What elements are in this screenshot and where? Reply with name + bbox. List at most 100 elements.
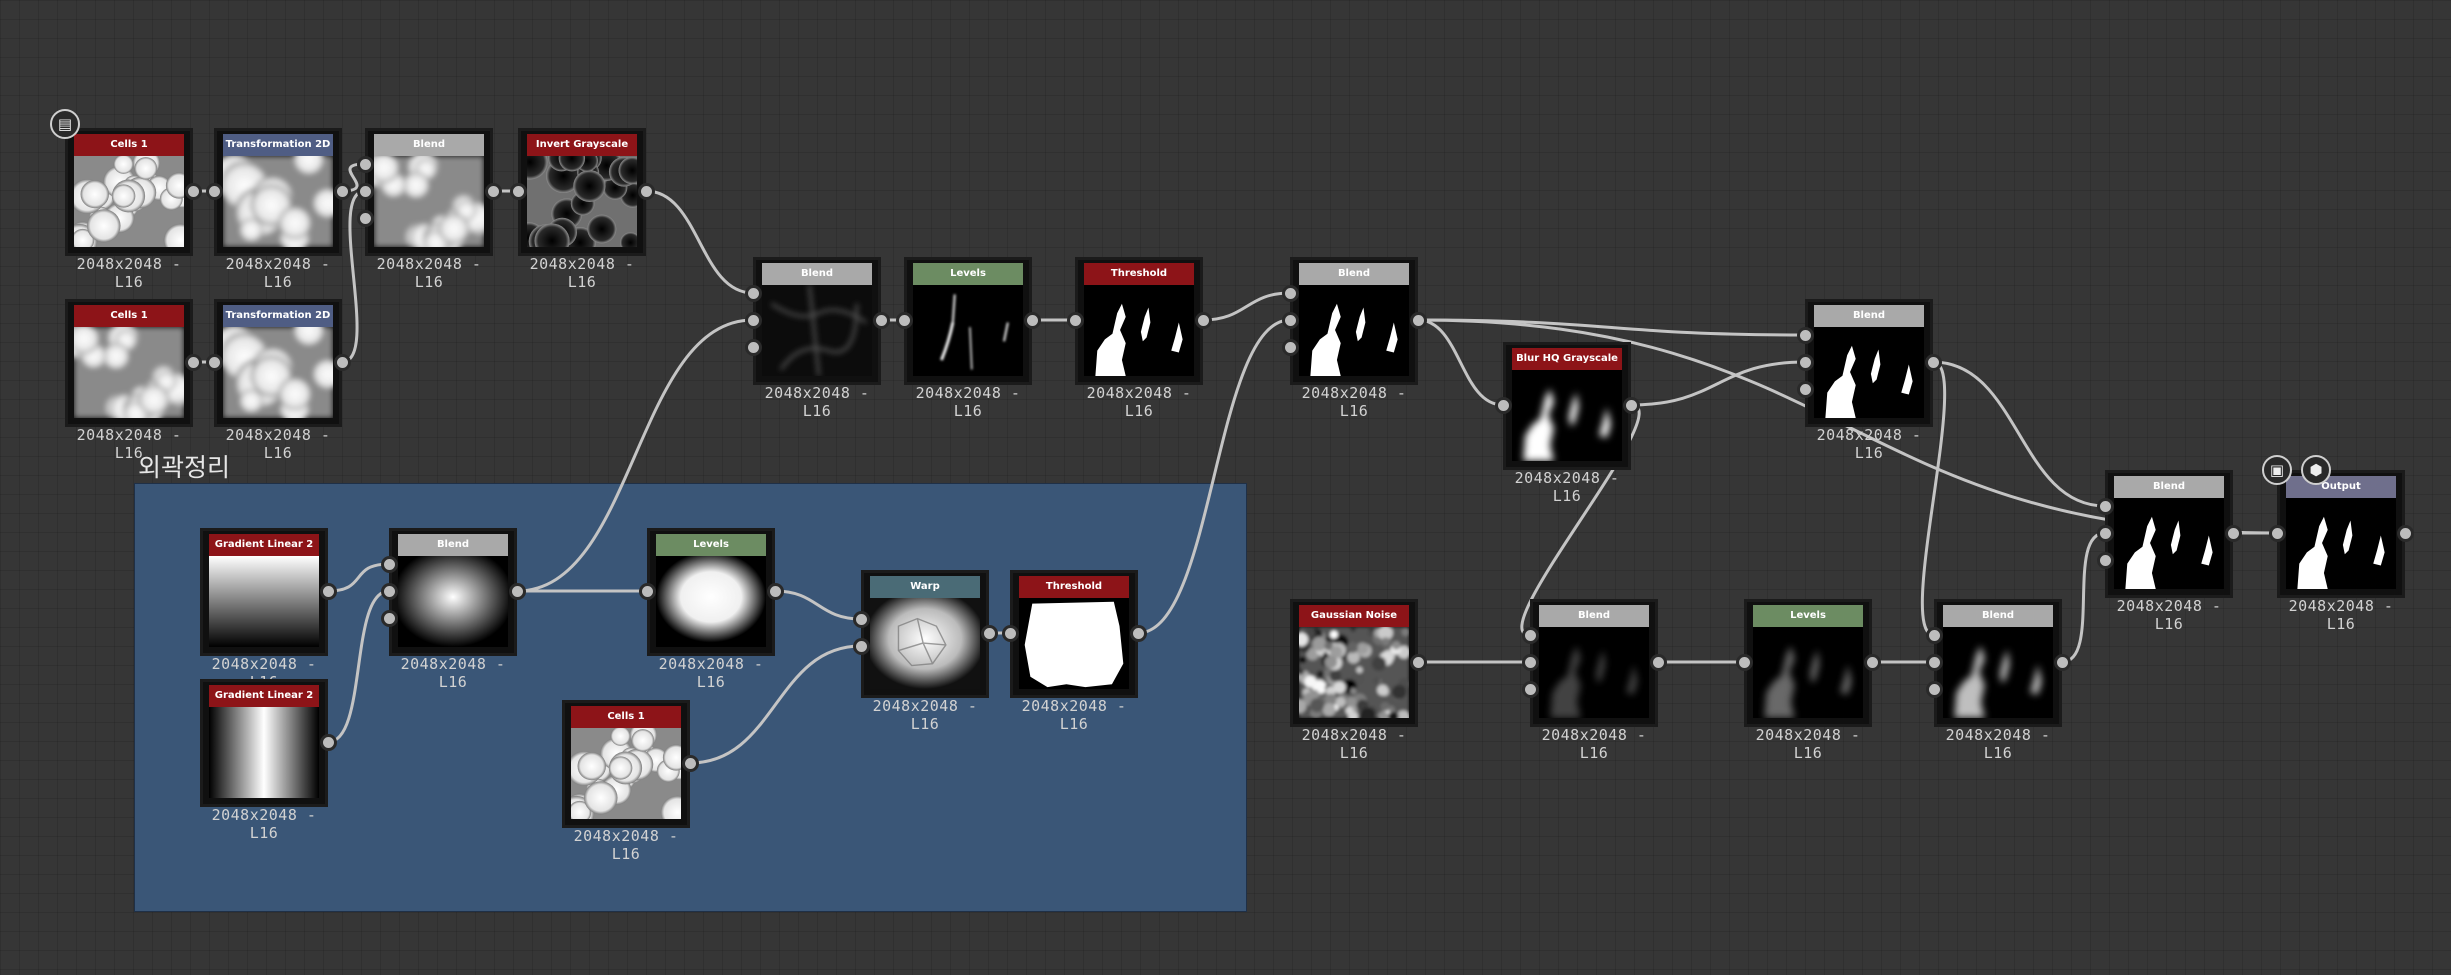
node-trans2d-b[interactable]: Transformation 2D bbox=[214, 299, 342, 427]
input-port[interactable] bbox=[2097, 552, 2114, 569]
node-thumbnail bbox=[223, 327, 333, 418]
node-levels-frame[interactable]: Levels bbox=[647, 528, 775, 656]
output-port[interactable] bbox=[2225, 525, 2242, 542]
output-port[interactable] bbox=[334, 354, 351, 371]
input-port[interactable] bbox=[853, 611, 870, 628]
node-thumbnail bbox=[1943, 627, 2053, 718]
input-port[interactable] bbox=[2097, 498, 2114, 515]
input-port[interactable] bbox=[510, 183, 527, 200]
node-threshold-top[interactable]: Threshold bbox=[1075, 257, 1203, 385]
output-port[interactable] bbox=[320, 734, 337, 751]
input-port[interactable] bbox=[745, 285, 762, 302]
output-port[interactable] bbox=[320, 583, 337, 600]
input-port[interactable] bbox=[1282, 285, 1299, 302]
input-port[interactable] bbox=[381, 610, 398, 627]
output-port[interactable] bbox=[2397, 525, 2414, 542]
node-cells1-a[interactable]: Cells 1 bbox=[65, 128, 193, 256]
checker-icon[interactable]: ▣ bbox=[2262, 455, 2292, 485]
node-warp[interactable]: Warp bbox=[861, 570, 989, 698]
node-blend-right[interactable]: Blend bbox=[1290, 257, 1418, 385]
cube-icon[interactable]: ⬢ bbox=[2301, 455, 2331, 485]
output-port[interactable] bbox=[185, 354, 202, 371]
node-blend-mid[interactable]: Blend bbox=[753, 257, 881, 385]
input-port[interactable] bbox=[1495, 397, 1512, 414]
output-port[interactable] bbox=[1650, 654, 1667, 671]
node-blend-bot2[interactable]: Blend bbox=[1934, 599, 2062, 727]
output-port[interactable] bbox=[334, 183, 351, 200]
node-levels-bot[interactable]: Levels bbox=[1744, 599, 1872, 727]
document-icon[interactable]: ▤ bbox=[50, 109, 80, 139]
input-port[interactable] bbox=[1522, 627, 1539, 644]
input-port[interactable] bbox=[1797, 354, 1814, 371]
node-thumbnail bbox=[1084, 285, 1194, 376]
input-port[interactable] bbox=[1926, 654, 1943, 671]
input-port[interactable] bbox=[1067, 312, 1084, 329]
node-blend-far[interactable]: Blend bbox=[1805, 299, 1933, 427]
input-port[interactable] bbox=[357, 210, 374, 227]
node-levels-top[interactable]: Levels bbox=[904, 257, 1032, 385]
input-port[interactable] bbox=[206, 354, 223, 371]
input-port[interactable] bbox=[2269, 525, 2286, 542]
output-port[interactable] bbox=[509, 583, 526, 600]
node-output[interactable]: Output bbox=[2277, 470, 2405, 598]
node-thumbnail bbox=[1814, 327, 1924, 418]
input-port[interactable] bbox=[639, 583, 656, 600]
node-resolution: 2048x2048 - L16 bbox=[376, 255, 482, 291]
input-port[interactable] bbox=[381, 556, 398, 573]
input-port[interactable] bbox=[1002, 625, 1019, 642]
input-port[interactable] bbox=[896, 312, 913, 329]
output-port[interactable] bbox=[1195, 312, 1212, 329]
input-port[interactable] bbox=[1797, 327, 1814, 344]
input-port[interactable] bbox=[1282, 312, 1299, 329]
input-port[interactable] bbox=[2097, 525, 2114, 542]
node-title: Levels bbox=[1753, 605, 1863, 627]
output-port[interactable] bbox=[1130, 625, 1147, 642]
output-port[interactable] bbox=[1410, 654, 1427, 671]
input-port[interactable] bbox=[745, 312, 762, 329]
wire-trans2d_a-to-blend_top bbox=[341, 162, 366, 193]
node-blend-top[interactable]: Blend bbox=[365, 128, 493, 256]
input-port[interactable] bbox=[381, 583, 398, 600]
output-port[interactable] bbox=[682, 755, 699, 772]
node-grad2[interactable]: Gradient Linear 2 bbox=[200, 679, 328, 807]
output-port[interactable] bbox=[1024, 312, 1041, 329]
node-title: Blend bbox=[1814, 305, 1924, 327]
node-trans2d-a[interactable]: Transformation 2D bbox=[214, 128, 342, 256]
input-port[interactable] bbox=[1736, 654, 1753, 671]
output-port[interactable] bbox=[1925, 354, 1942, 371]
output-port[interactable] bbox=[185, 183, 202, 200]
output-port[interactable] bbox=[1623, 397, 1640, 414]
input-port[interactable] bbox=[1926, 627, 1943, 644]
input-port[interactable] bbox=[1282, 339, 1299, 356]
output-port[interactable] bbox=[2054, 654, 2071, 671]
input-port[interactable] bbox=[1522, 654, 1539, 671]
output-port[interactable] bbox=[638, 183, 655, 200]
node-gauss[interactable]: Gaussian Noise bbox=[1290, 599, 1418, 727]
output-port[interactable] bbox=[767, 583, 784, 600]
node-resolution: 2048x2048 - L16 bbox=[1945, 726, 2051, 762]
node-blend-bot1[interactable]: Blend bbox=[1530, 599, 1658, 727]
node-threshold-frame[interactable]: Threshold bbox=[1010, 570, 1138, 698]
node-blur-hq[interactable]: Blur HQ Grayscale bbox=[1503, 342, 1631, 470]
input-port[interactable] bbox=[745, 339, 762, 356]
node-thumbnail bbox=[1753, 627, 1863, 718]
input-port[interactable] bbox=[1926, 681, 1943, 698]
input-port[interactable] bbox=[1797, 381, 1814, 398]
node-cells1-b[interactable]: Cells 1 bbox=[65, 299, 193, 427]
node-blend-last[interactable]: Blend bbox=[2105, 470, 2233, 598]
node-grad1[interactable]: Gradient Linear 2 bbox=[200, 528, 328, 656]
node-title: Blend bbox=[762, 263, 872, 285]
input-port[interactable] bbox=[853, 638, 870, 655]
output-port[interactable] bbox=[1864, 654, 1881, 671]
node-invert[interactable]: Invert Grayscale bbox=[518, 128, 646, 256]
node-blend-frame[interactable]: Blend bbox=[389, 528, 517, 656]
node-cells1-c[interactable]: Cells 1 bbox=[562, 700, 690, 828]
output-port[interactable] bbox=[1410, 312, 1427, 329]
output-port[interactable] bbox=[485, 183, 502, 200]
output-port[interactable] bbox=[873, 312, 890, 329]
input-port[interactable] bbox=[1522, 681, 1539, 698]
input-port[interactable] bbox=[357, 183, 374, 200]
input-port[interactable] bbox=[206, 183, 223, 200]
input-port[interactable] bbox=[357, 156, 374, 173]
output-port[interactable] bbox=[981, 625, 998, 642]
